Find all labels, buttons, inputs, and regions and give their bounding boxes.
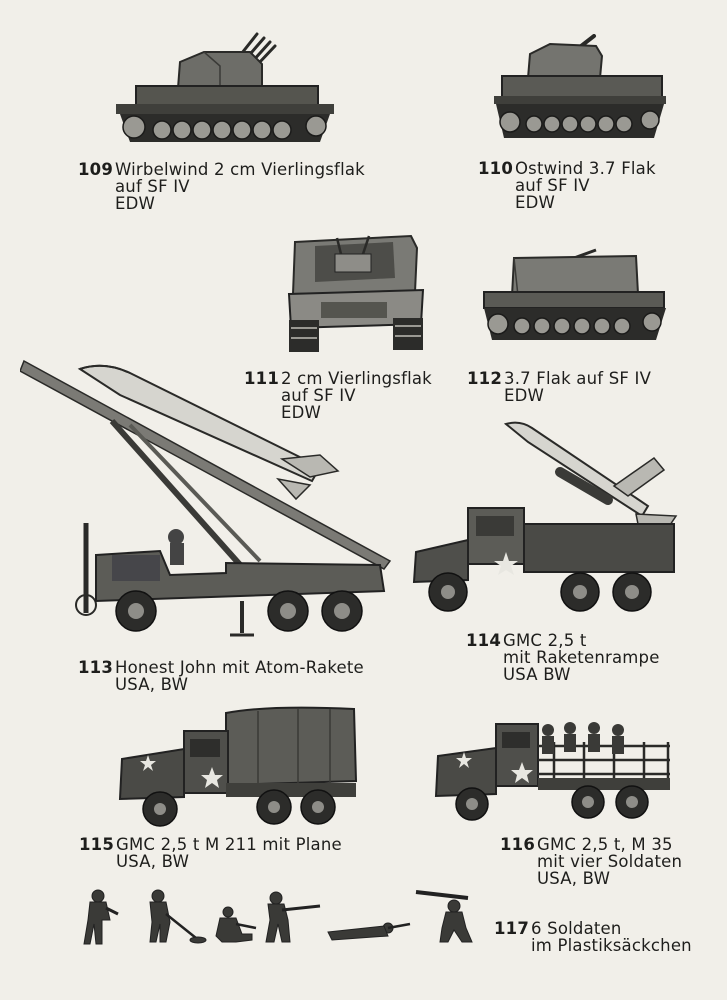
item-detail: mit Raketenrampe xyxy=(503,648,660,667)
item-title: 2 cm Vierlingsflak xyxy=(281,369,432,388)
item-origin: USA BW xyxy=(503,665,571,684)
item-number: 117 xyxy=(494,919,530,938)
item-origin: USA, BW xyxy=(115,675,189,694)
item-detail: auf SF IV xyxy=(515,176,590,195)
item-detail: auf SF IV xyxy=(281,386,356,405)
item-origin: EDW xyxy=(515,193,556,212)
item-origin: EDW xyxy=(115,194,156,213)
item-title: GMC 2,5 t, M 35 xyxy=(537,835,673,854)
item-origin: USA, BW xyxy=(116,852,190,871)
gmc-tarp-truck-image xyxy=(118,705,358,829)
item-origin: USA, BW xyxy=(537,869,611,888)
item-number: 116 xyxy=(500,835,536,854)
item-number: 112 xyxy=(467,369,503,388)
soldier-figures-image xyxy=(76,884,478,950)
item-number: 111 xyxy=(244,369,280,388)
item-title: GMC 2,5 t xyxy=(503,631,587,650)
item-detail: im Plastiksäckchen xyxy=(531,936,692,955)
flak-3-7-sf-iv-image xyxy=(478,246,670,346)
item-title: 3.7 Flak auf SF IV xyxy=(504,369,652,388)
item-title: GMC 2,5 t M 211 mit Plane xyxy=(116,835,342,854)
item-origin: EDW xyxy=(281,403,322,422)
item-title: Honest John mit Atom-Rakete xyxy=(115,658,364,677)
gmc-troop-truck-image xyxy=(434,712,674,824)
item-detail: mit vier Soldaten xyxy=(537,852,683,871)
item-number: 115 xyxy=(79,835,115,854)
gmc-rocket-ramp-truck-image xyxy=(408,420,683,616)
honest-john-launcher-image xyxy=(20,355,398,640)
ostwind-flak-tank-image xyxy=(490,34,668,146)
item-origin: EDW xyxy=(504,386,545,405)
wirbelwind-flak-tank-image xyxy=(112,30,338,150)
item-number: 110 xyxy=(478,159,514,178)
item-detail: auf SF IV xyxy=(115,177,190,196)
item-number: 109 xyxy=(78,160,114,179)
item-number: 113 xyxy=(78,658,114,677)
item-title: 6 Soldaten xyxy=(531,919,622,938)
item-title: Ostwind 3.7 Flak xyxy=(515,159,656,178)
vierlingsflak-sf-iv-image xyxy=(285,228,427,356)
item-number: 114 xyxy=(466,631,502,650)
item-title: Wirbelwind 2 cm Vierlingsflak xyxy=(115,160,365,179)
